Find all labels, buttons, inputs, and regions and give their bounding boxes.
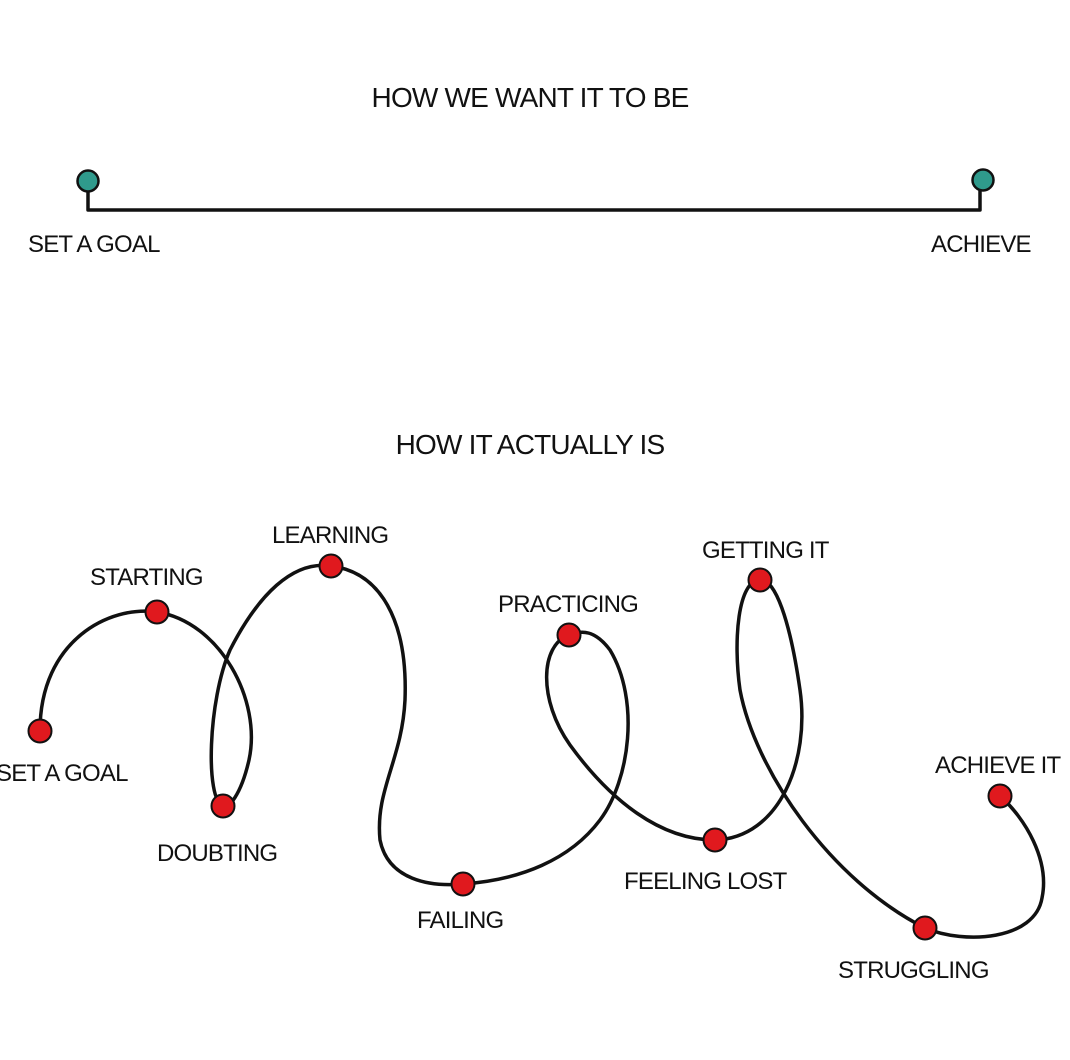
stage-label-practicing: PRACTICING [498, 591, 638, 618]
actual-winding-path [38, 563, 1046, 939]
stage-marker-practicing [556, 622, 582, 648]
stage-label-set-a-goal: SET A GOAL [0, 760, 128, 787]
stage-marker-learning [318, 553, 344, 579]
stage-label-struggling: STRUGGLING [838, 957, 989, 984]
ideal-start-marker [76, 169, 100, 193]
ideal-start-label: SET A GOAL [28, 231, 160, 258]
stage-label-achieve-it: ACHIEVE IT [935, 752, 1061, 779]
stage-marker-failing [450, 871, 476, 897]
stage-label-getting-it: GETTING IT [702, 537, 830, 564]
ideal-title: HOW WE WANT IT TO BE [372, 82, 689, 113]
ideal-section: HOW WE WANT IT TO BE SET A GOAL ACHIEVE [28, 82, 1032, 258]
actual-title: HOW IT ACTUALLY IS [396, 429, 665, 460]
stage-marker-doubting [210, 793, 236, 819]
stage-marker-getting-it [747, 567, 773, 593]
stage-label-learning: LEARNING [272, 522, 388, 549]
ideal-end-marker [971, 168, 995, 192]
stage-label-failing: FAILING [417, 907, 503, 934]
stage-marker-set-a-goal [27, 718, 53, 744]
ideal-end-label: ACHIEVE [931, 231, 1031, 258]
stage-marker-achieve-it [987, 783, 1013, 809]
stage-marker-starting [144, 599, 170, 625]
ideal-path [86, 186, 982, 212]
stage-label-starting: STARTING [90, 564, 203, 591]
actual-section: HOW IT ACTUALLY IS SET A GOAL STARTING D… [0, 429, 1062, 984]
stage-label-feeling-lost: FEELING LOST [624, 868, 788, 895]
stage-label-doubting: DOUBTING [157, 840, 277, 867]
stage-marker-struggling [912, 915, 938, 941]
actual-stage-markers [27, 553, 1013, 941]
stage-marker-feeling-lost [702, 827, 728, 853]
actual-stage-labels: SET A GOAL STARTING DOUBTING LEARNING FA… [0, 522, 1062, 984]
